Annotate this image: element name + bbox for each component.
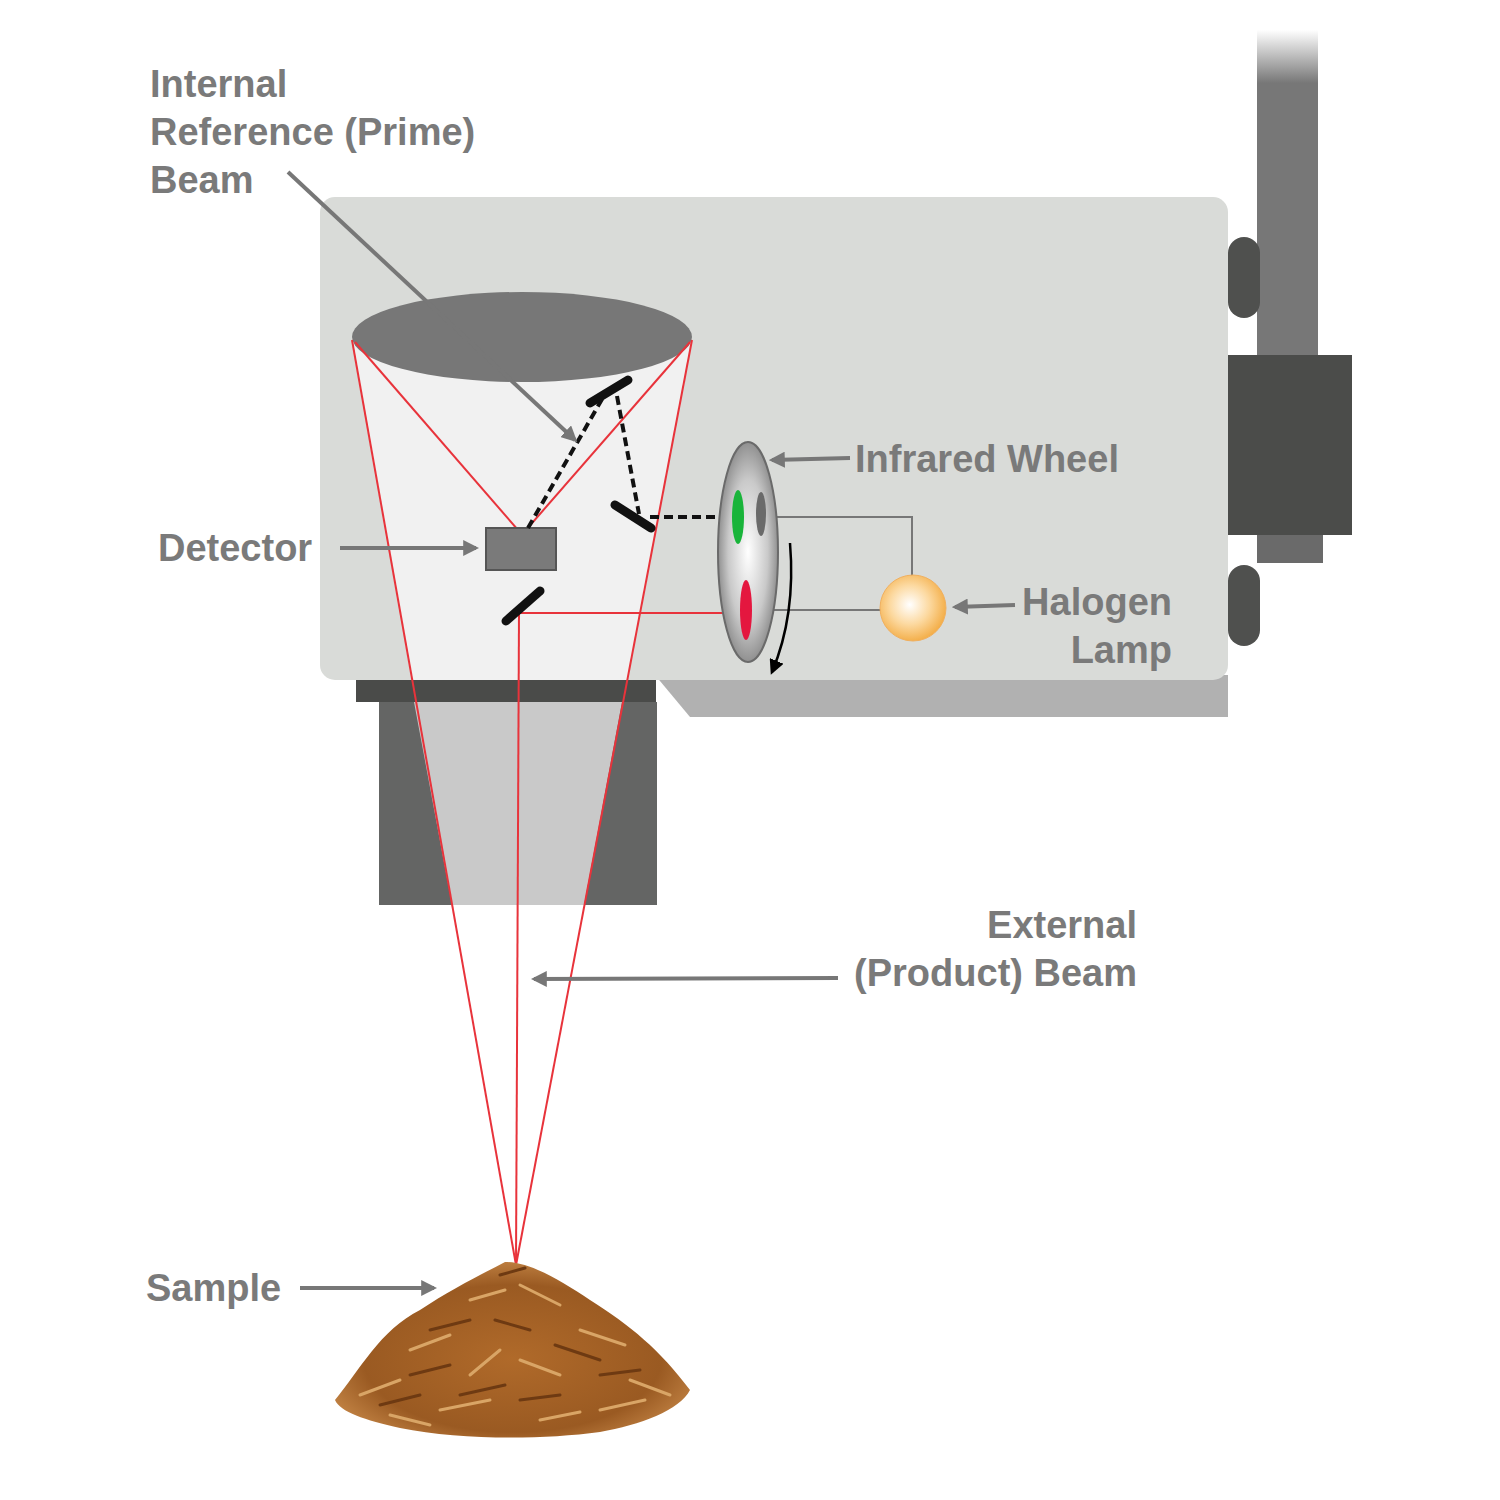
housing-shelf (655, 675, 1228, 717)
callout-label: Sample (146, 1264, 346, 1312)
filter-red (740, 580, 752, 640)
mirrors (506, 380, 651, 621)
callout-label: Infrared Wheel (855, 435, 1185, 483)
mount-clip (1228, 565, 1260, 646)
filter-wheel (718, 442, 778, 662)
leader-arrows (288, 172, 1015, 1288)
detector-box (486, 528, 556, 570)
reference-beam (528, 394, 735, 528)
beam-lines (352, 340, 745, 1265)
rotation-arrow (772, 543, 791, 672)
mount-foot (1257, 535, 1323, 563)
collecting-mirror (352, 292, 692, 382)
sensor-housing (320, 197, 1228, 680)
callout-label: External (Product) Beam (837, 901, 1137, 997)
callout-label: Detector (158, 524, 338, 572)
mount-clip (1228, 237, 1260, 318)
callout-label: Halogen Lamp (1000, 578, 1172, 674)
filter-green (732, 490, 744, 544)
filter-grey (756, 492, 766, 536)
callout-label: Internal Reference (Prime) Beam (150, 60, 478, 204)
mount-block (1228, 355, 1352, 535)
halogen-lamp (880, 575, 946, 641)
